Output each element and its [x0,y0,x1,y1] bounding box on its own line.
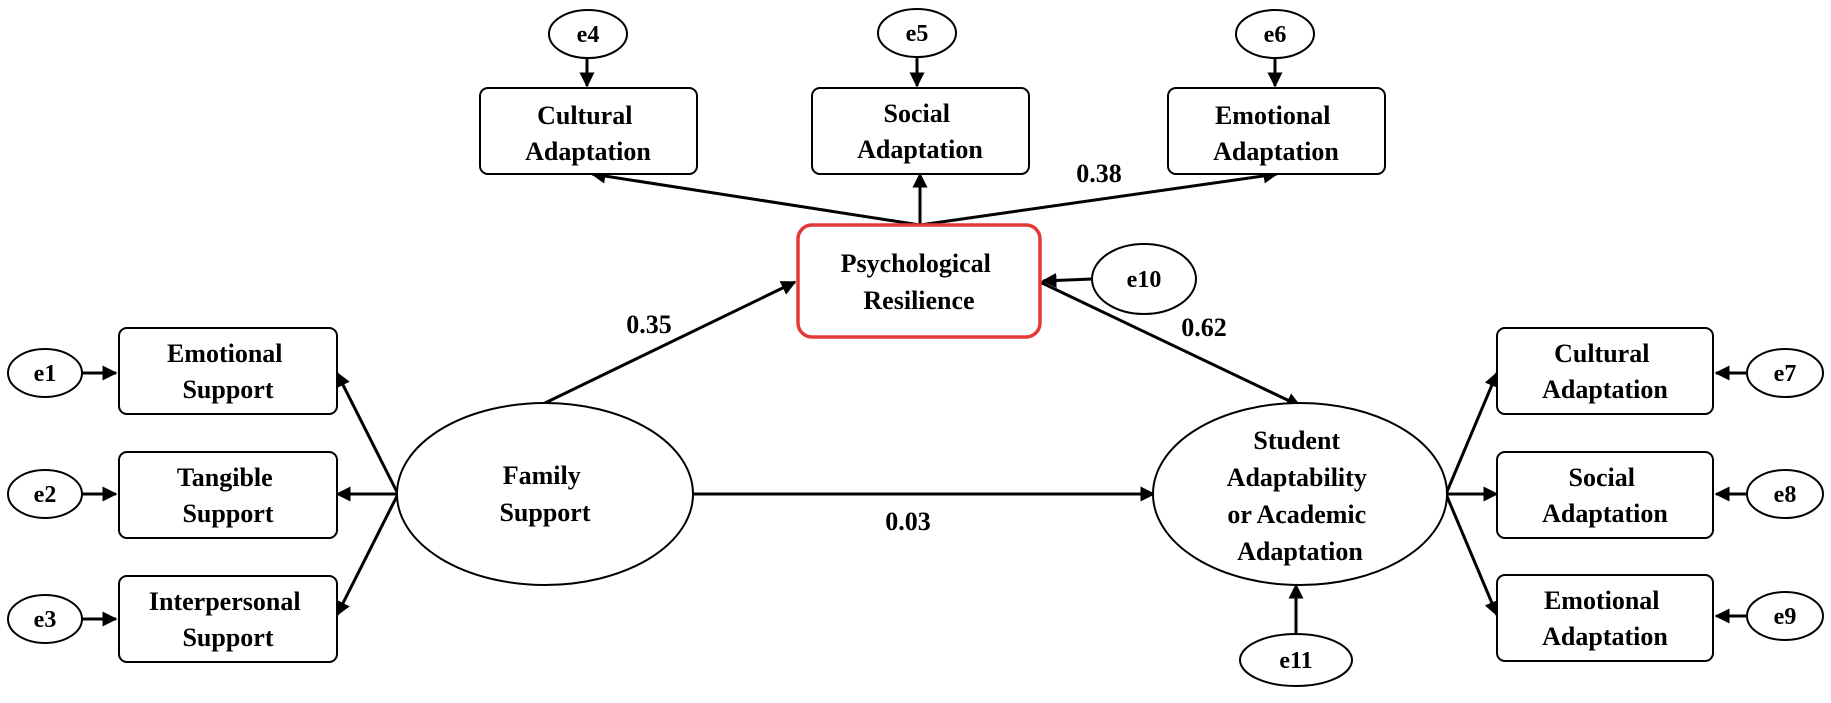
path-family-to-interpersonal-support [335,493,400,617]
path-family-to-emotional-support [335,371,400,495]
error-term-e5: e5 [877,8,957,58]
path-e10 [1041,272,1093,288]
coef-family-to-resilience: 0.35 [626,310,672,339]
indicator-tangible-support: Tangible Support [118,451,338,539]
svg-text:Cultural Adaptation: Cultural Adaptation [1542,339,1668,404]
e7-label: e7 [1774,361,1797,387]
top-cultural-line-1: Cultural [537,101,632,130]
indicator-interpersonal-support: Interpersonal Support [118,575,338,663]
svg-text:Interpersonal Support: Interpersonal Support [149,587,307,652]
e3-label: e3 [34,607,57,633]
student-label-line-3: or Academic [1227,500,1366,529]
error-term-e8: e8 [1746,469,1824,519]
indicator-top-social-adaptation: Social Adaptation [811,87,1030,175]
right-cultural-line-2: Adaptation [1542,375,1668,404]
error-term-e1: e1 [7,348,83,398]
top-emotional-line-1: Emotional [1215,101,1331,130]
student-label-line-4: Adaptation [1237,537,1363,566]
right-emotional-line-2: Adaptation [1542,622,1668,651]
resilience-label-line-2: Resilience [863,286,974,315]
error-term-e3: e3 [7,594,83,644]
error-term-e9: e9 [1746,591,1824,641]
top-social-line-2: Adaptation [857,135,983,164]
e6-label: e6 [1264,22,1287,48]
e8-label: e8 [1774,482,1797,508]
svg-text:Cultural Adaptation: Cultural Adaptation [525,101,651,166]
family-label-line-2: Support [499,498,590,527]
svg-text:Social Adaptation: Social Adaptation [1542,463,1668,528]
student-label-line-2: Adaptability [1227,463,1367,492]
e9-label: e9 [1774,604,1797,630]
path-resilience-to-student [1039,280,1302,408]
indicator-top-emotional-adaptation: Emotional Adaptation [1167,87,1386,175]
coef-family-to-student: 0.03 [885,507,931,536]
path-student-to-cultural-adaptation [1444,371,1499,495]
right-social-line-2: Adaptation [1542,499,1668,528]
indicator-top-cultural-adaptation: Cultural Adaptation [479,87,698,175]
mediator-psychological-resilience: Psychological Resilience [796,223,1042,339]
top-cultural-line-2: Adaptation [525,137,651,166]
emotional-support-line-1: Emotional [167,339,283,368]
path-resilience-to-emotional-adaptation [919,168,1279,227]
coef-resilience-to-emotional-adaptation: 0.38 [1076,159,1122,188]
student-label-line-1: Student [1253,426,1340,455]
svg-text:Student Adaptability: Student Adaptability or Academic Adaptat… [1227,426,1374,566]
svg-text:Emotional Adaptation: Emotional Adaptation [1542,586,1668,651]
indicator-right-social-adaptation: Social Adaptation [1496,451,1714,539]
path-student-to-emotional-adaptation [1444,493,1499,617]
family-label-line-1: Family [503,461,581,490]
interpersonal-support-line-2: Support [182,623,273,652]
svg-text:Emotional Adaptation: Emotional Adaptation [1213,101,1339,166]
tangible-support-line-2: Support [182,499,273,528]
e4-label: e4 [577,22,600,48]
svg-text:Emotional Support: Emotional Support [167,339,289,404]
indicator-right-cultural-adaptation: Cultural Adaptation [1496,327,1714,415]
svg-text:Psychological Resilience: Psychological Resilience [841,249,998,315]
top-social-line-1: Social [884,99,950,128]
right-cultural-line-1: Cultural [1554,339,1649,368]
e5-label: e5 [906,21,929,47]
e1-label: e1 [34,361,57,387]
e11-label: e11 [1279,648,1312,674]
error-term-e2: e2 [7,469,83,519]
error-term-e7: e7 [1746,348,1824,398]
latent-family-support: Family Support [396,402,694,586]
error-term-e11: e11 [1239,633,1353,687]
top-emotional-line-2: Adaptation [1213,137,1339,166]
emotional-support-line-2: Support [182,375,273,404]
svg-text:Tangible Support: Tangible Support [177,463,279,528]
e10-label: e10 [1127,267,1162,293]
path-family-to-resilience [544,280,797,405]
svg-text:Social Adaptation: Social Adaptation [857,99,983,164]
path-resilience-to-cultural-adaptation [590,168,921,227]
coef-resilience-to-student: 0.62 [1181,313,1227,342]
resilience-label-line-1: Psychological [841,249,991,278]
tangible-support-line-1: Tangible [177,463,273,492]
indicator-emotional-support: Emotional Support [118,327,338,415]
e2-label: e2 [34,482,57,508]
error-term-e4: e4 [548,9,628,59]
path-edges [82,56,1746,634]
indicator-right-emotional-adaptation: Emotional Adaptation [1496,574,1714,662]
interpersonal-support-line-1: Interpersonal [149,587,301,616]
right-social-line-1: Social [1569,463,1635,492]
right-emotional-line-1: Emotional [1544,586,1660,615]
error-term-e10: e10 [1091,243,1197,315]
svg-text:Family Support: Family Support [499,461,590,527]
error-term-e6: e6 [1235,9,1315,59]
latent-student-adaptability: Student Adaptability or Academic Adaptat… [1152,402,1448,586]
